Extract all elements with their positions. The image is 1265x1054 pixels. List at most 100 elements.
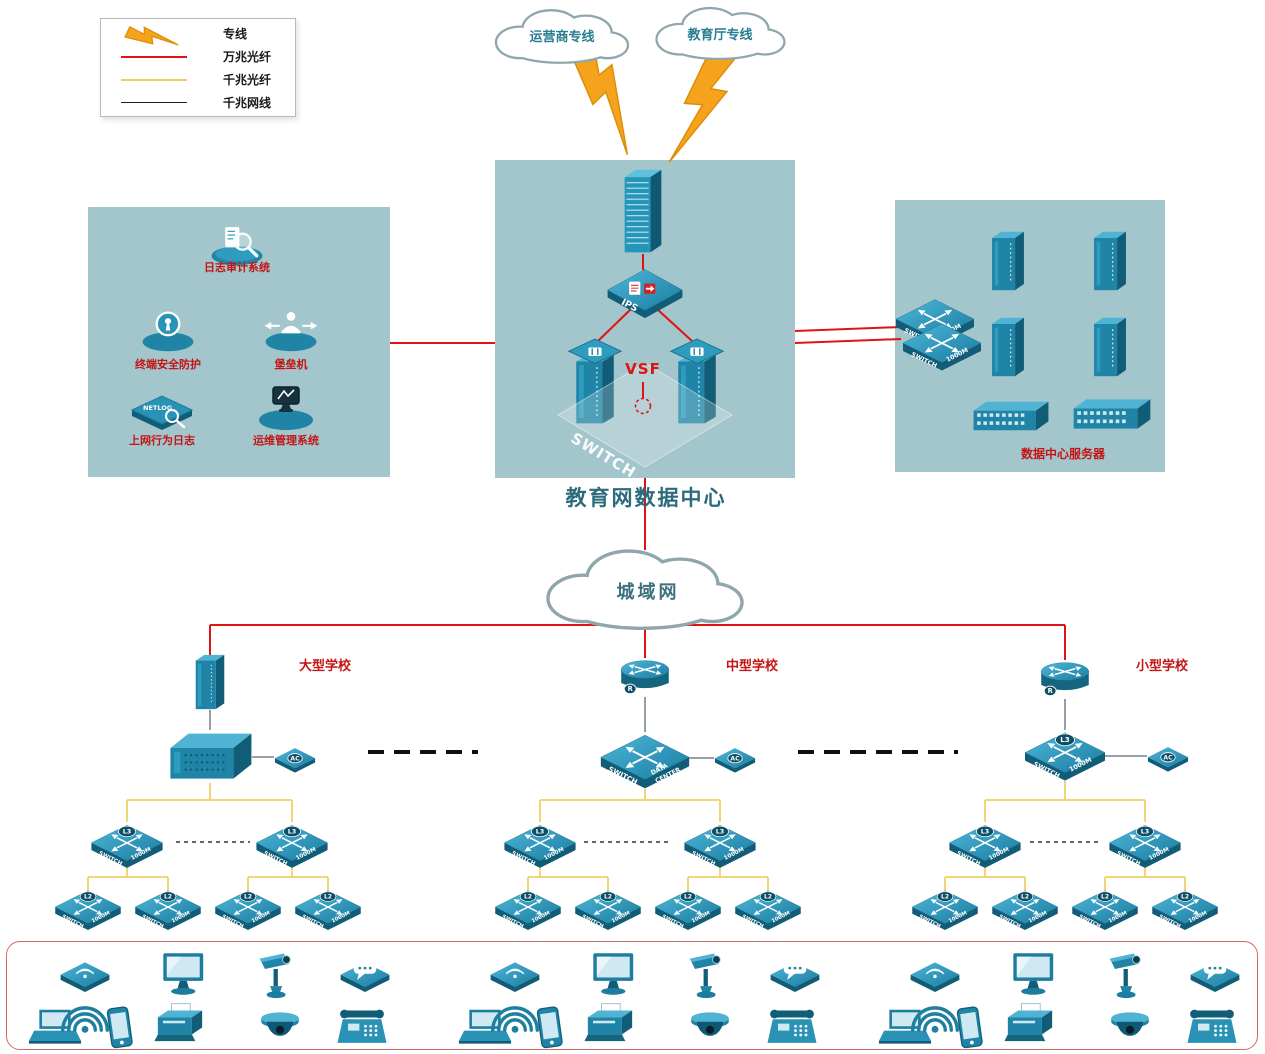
school3-l3-switch-1 — [949, 820, 1021, 870]
legend-row-10g-fiber: 万兆光纤 — [101, 45, 295, 68]
copper-links — [209, 697, 1147, 759]
vsf-ghost-switch — [557, 362, 733, 468]
ptz-camera-icon-2 — [683, 948, 731, 1002]
legend-row-dedicated-line: 专线 — [101, 22, 295, 45]
dc-server-1 — [985, 228, 1031, 294]
legend-row-1g-copper: 千兆网线 — [101, 91, 295, 114]
school2-core-switch — [599, 729, 691, 791]
wifi-signal-icon-3 — [911, 992, 959, 1034]
netlog-icon — [126, 388, 198, 436]
chat-terminal-icon-2 — [766, 952, 824, 992]
legend-label: 千兆光纤 — [223, 73, 272, 87]
school1-l2-switch-1 — [55, 886, 121, 932]
1g-line-sample — [111, 78, 197, 81]
chat-terminal-icon-3 — [1186, 952, 1244, 992]
endpoint-devices-strip — [6, 941, 1258, 1050]
printer-icon-1 — [152, 1002, 208, 1048]
legend: 专线 万兆光纤 千兆光纤 千兆网线 — [100, 18, 296, 117]
dc-switch-stack-2 — [903, 318, 981, 373]
school2-ac — [712, 741, 758, 774]
label-ops-management: 运维管理系统 — [253, 434, 319, 447]
school1-l2-switch-4 — [295, 886, 361, 932]
smartphone-icon-1 — [103, 1004, 137, 1054]
school1-server — [190, 652, 230, 712]
school3-l2-switch-2 — [992, 886, 1058, 932]
school2-l2-switch-3 — [655, 886, 721, 932]
label-terminal-security: 终端安全防护 — [135, 358, 201, 371]
desk-phone-icon-1 — [334, 1006, 390, 1050]
school3-ac — [1145, 740, 1191, 773]
label-isp-line: 运营商专线 — [529, 30, 595, 45]
label-dc-servers: 数据中心服务器 — [1020, 447, 1105, 461]
school3-router — [1039, 658, 1091, 700]
school2-l3-switch-1 — [504, 820, 576, 870]
vsf-link-ring — [634, 382, 652, 415]
school2-l2-switch-2 — [575, 886, 641, 932]
desktop-monitor-icon-3 — [1009, 950, 1061, 998]
school2-l2-switch-1 — [495, 886, 561, 932]
label-netlog: 上网行为日志 — [129, 434, 195, 447]
label-school3: 小型学校 — [1135, 659, 1188, 674]
10g-line-sample — [111, 55, 197, 58]
terminal-security-icon — [136, 306, 200, 355]
dome-camera-icon-2 — [685, 1010, 735, 1046]
school1-l3-switch-1 — [91, 820, 163, 870]
dome-camera-icon-1 — [255, 1010, 305, 1046]
dome-camera-icon-3 — [1105, 1010, 1155, 1046]
dc-server-4 — [1087, 314, 1133, 380]
school3-core-switch — [1024, 727, 1106, 783]
school3-l2-switch-1 — [912, 886, 978, 932]
wifi-signal-icon-1 — [61, 992, 109, 1034]
school3-l2-switch-3 — [1072, 886, 1138, 932]
1g-fiber-lines — [87, 781, 1186, 893]
printer-icon-3 — [1002, 1002, 1058, 1048]
dc-storage-1 — [970, 398, 1052, 434]
school2-router — [619, 656, 671, 698]
smartphone-icon-2 — [533, 1004, 567, 1054]
school1-l2-switch-2 — [135, 886, 201, 932]
core-firewall — [617, 168, 669, 256]
datacenter-title: 教育网数据中心 — [565, 485, 727, 510]
ptz-camera-icon-1 — [253, 948, 301, 1002]
label-log-audit: 日志审计系统 — [204, 261, 270, 274]
desktop-monitor-icon-2 — [589, 950, 641, 998]
printer-icon-2 — [582, 1002, 638, 1048]
legend-row-1g-fiber: 千兆光纤 — [101, 68, 295, 91]
ptz-camera-icon-3 — [1103, 948, 1151, 1002]
school2-l3-switch-2 — [684, 820, 756, 870]
school3-l2-switch-4 — [1152, 886, 1218, 932]
label-bastion-host: 堡垒机 — [274, 358, 308, 371]
wifi-signal-icon-2 — [491, 992, 539, 1034]
label-edu-line: 教育厅专线 — [687, 28, 753, 43]
legend-label: 万兆光纤 — [223, 50, 272, 64]
desk-phone-icon-2 — [764, 1006, 820, 1050]
vsf-label: VSF — [625, 360, 661, 378]
label-school2: 中型学校 — [725, 659, 778, 674]
ops-management-icon — [252, 382, 320, 434]
school1-l2-switch-3 — [215, 886, 281, 932]
dc-storage-2 — [1070, 394, 1154, 434]
school2-l2-switch-4 — [735, 886, 801, 932]
desktop-monitor-icon-1 — [159, 950, 211, 998]
dc-server-2 — [1087, 228, 1133, 294]
label-metro-network: 城域网 — [616, 582, 680, 603]
bastion-host-icon — [259, 306, 323, 355]
chat-terminal-icon-1 — [336, 952, 394, 992]
school1-gateway — [165, 728, 255, 786]
ips-device — [602, 262, 688, 320]
lightning-bolt-edu — [668, 40, 737, 163]
school1-ac — [272, 741, 318, 774]
copper-line-sample — [111, 102, 197, 103]
legend-label: 千兆网线 — [223, 96, 272, 110]
wifi-ap-icon-1 — [56, 952, 114, 992]
smartphone-icon-3 — [953, 1004, 987, 1054]
legend-label: 专线 — [223, 27, 248, 41]
wifi-ap-icon-3 — [906, 952, 964, 992]
desk-phone-icon-3 — [1184, 1006, 1240, 1050]
school3-l3-switch-2 — [1109, 820, 1181, 870]
wifi-ap-icon-2 — [486, 952, 544, 992]
dc-server-3 — [985, 314, 1031, 380]
school1-l3-switch-2 — [256, 820, 328, 870]
